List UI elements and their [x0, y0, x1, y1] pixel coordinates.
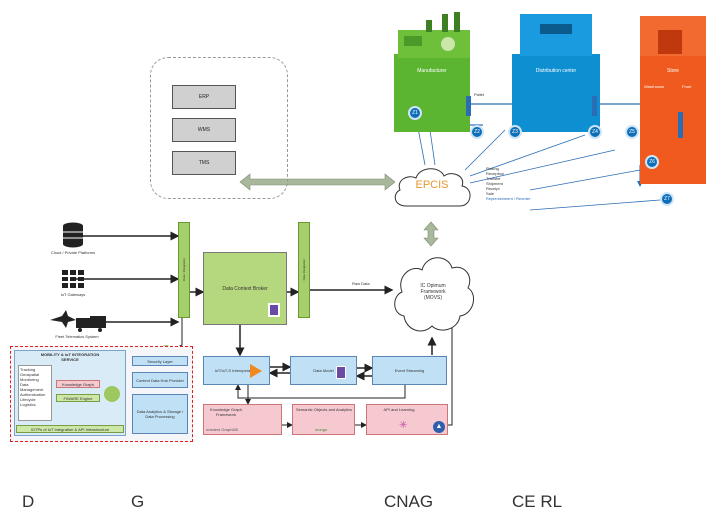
z1-marker: Z1 — [408, 106, 422, 120]
gate-marker-3 — [678, 112, 683, 138]
manufacturer-site: Manufacturer — [394, 54, 470, 132]
legend-list-item: Data Management — [20, 382, 44, 392]
ic-line1: IC Opimum — [420, 283, 446, 289]
manufacturer-label: Manufacturer — [417, 68, 447, 74]
ic-line3: (MOVS) — [423, 295, 443, 301]
event-line: Picking — [486, 166, 499, 171]
source-label-3: Fleet Telematics System — [55, 334, 99, 339]
ic-line2: Framework — [420, 289, 446, 295]
legend-list-item: Lifecycle — [20, 397, 36, 402]
legend-title-line1: MOBILITY & IoT INTEGRATION — [40, 352, 100, 357]
legend-knowledge: Knowledge Graph — [56, 380, 100, 388]
source-label-2: IoT Gateways — [60, 292, 86, 297]
event-line: Reception — [486, 171, 505, 176]
z3-marker: Z3 — [508, 125, 522, 139]
semantic-objects-label: Semantic Objects and Analytics — [295, 407, 353, 412]
bottom-label-cnag: CNAG — [384, 492, 434, 511]
legend-list-item: Logistics — [20, 402, 36, 407]
z6-marker: Z6 — [645, 155, 659, 169]
sys-epcis-arrow — [239, 173, 396, 191]
warehouse-icon — [520, 14, 592, 56]
fleet-vehicles-icon — [50, 310, 106, 332]
gate-marker-1 — [466, 96, 471, 116]
store-site: Store Warehouse Front — [640, 54, 706, 184]
store-sub2: Front — [682, 84, 692, 89]
bottom-label-g: G — [131, 492, 145, 511]
z2-marker: Z2 — [470, 125, 484, 139]
tms-box: TMS — [172, 151, 236, 175]
semantic-objects-box: Semantic Objects and Analytics mongo — [292, 404, 355, 435]
spark-icon: ✳ — [399, 420, 408, 431]
event-lines: Picking Reception Transfer Shipment Rece… — [486, 166, 546, 201]
gate-marker-2 — [592, 96, 597, 116]
event-line: Transfer — [486, 176, 501, 181]
pallet-label: Pallet — [474, 92, 485, 97]
legend-footer: IOTPs of IoT Integration & API Infrastru… — [16, 425, 124, 433]
z4-marker: Z4 — [588, 125, 602, 139]
legend-title: MOBILITY & IoT INTEGRATION SERVICE — [20, 352, 120, 362]
mongo-logo: mongo — [315, 427, 328, 432]
distribution-label: Distribution center — [535, 68, 577, 74]
legend-context-hub: Context Data Hub Provider — [132, 372, 188, 388]
legend-security: Security Layer — [132, 356, 188, 366]
vbar-left-label: Data / Integration — [182, 258, 186, 282]
z7-marker: Z7 — [660, 192, 674, 206]
api-learning-label: API and Learning — [383, 407, 415, 412]
ontotext-logo: ontotext GraphDB — [206, 427, 239, 432]
raw-data-label: Raw Data — [352, 281, 370, 286]
a-logo-icon: ▲ — [433, 421, 445, 433]
event-line: Shipment — [486, 181, 503, 186]
data-integration-bar-left: Data / Integration — [178, 222, 190, 318]
legend-analytics: Data Analytics & Storage / Data Processi… — [132, 394, 188, 434]
legend-fiware: FIWARE Engine — [56, 394, 100, 402]
iot-grid-icon — [62, 270, 84, 288]
erp-box: ERP — [172, 85, 236, 109]
knowledge-graph-label: Knowledge Graph Framework — [209, 407, 243, 417]
store-label: Store — [667, 68, 679, 74]
store-sub1: Warehouse — [644, 84, 665, 89]
legend-list-item: Monitoring — [20, 377, 39, 382]
ic-framework-label: IC Opimum Framework (MOVS) — [405, 280, 461, 304]
api-learning-box: API and Learning ✳ ▲ — [366, 404, 448, 435]
ic-framework-cloud — [394, 257, 474, 332]
legend-fiware-dot — [104, 386, 120, 402]
event-line: Replenishment / Reorder — [486, 196, 531, 201]
distribution-site: Distribution center — [512, 54, 600, 132]
interop-arrow-icon — [250, 364, 262, 378]
data-integration-bar-right: Data Integration — [298, 222, 310, 318]
knowledge-graph-box: Knowledge Graph Framework ontotext Graph… — [203, 404, 282, 435]
legend-list-item: Tracking — [20, 367, 36, 372]
legend-title-line2: SERVICE — [61, 357, 79, 362]
factory-icon — [398, 12, 470, 58]
legend-list-item: Geospatial — [20, 372, 40, 377]
event-line: Sale — [486, 191, 495, 196]
bottom-label-cerl: CE RL — [512, 492, 563, 511]
enterprise-systems-container — [150, 57, 288, 199]
legend-list-item: Authentication — [20, 392, 46, 397]
z5-marker: Z5 — [625, 125, 639, 139]
legend-list: Tracking Geospatial Monitoring Data Mana… — [18, 365, 52, 421]
store-icon — [640, 16, 706, 56]
event-line: Receipt — [486, 186, 500, 191]
vbar-right-label: Data Integration — [302, 259, 306, 281]
epcis-cloud — [394, 168, 471, 207]
epcis-ic-arrow — [423, 221, 439, 247]
source-label-1: Cloud / Private Platforms — [50, 250, 96, 255]
context-broker-icon — [268, 303, 280, 317]
epcis-label: EPCIS — [415, 179, 449, 191]
bottom-label-d: D — [22, 492, 35, 511]
event-streaming-box: Event Streaming — [372, 356, 447, 385]
data-model-box: Data Model — [290, 356, 357, 385]
database-icon — [63, 222, 83, 248]
wms-box: WMS — [172, 118, 236, 142]
data-model-icon — [336, 366, 346, 379]
